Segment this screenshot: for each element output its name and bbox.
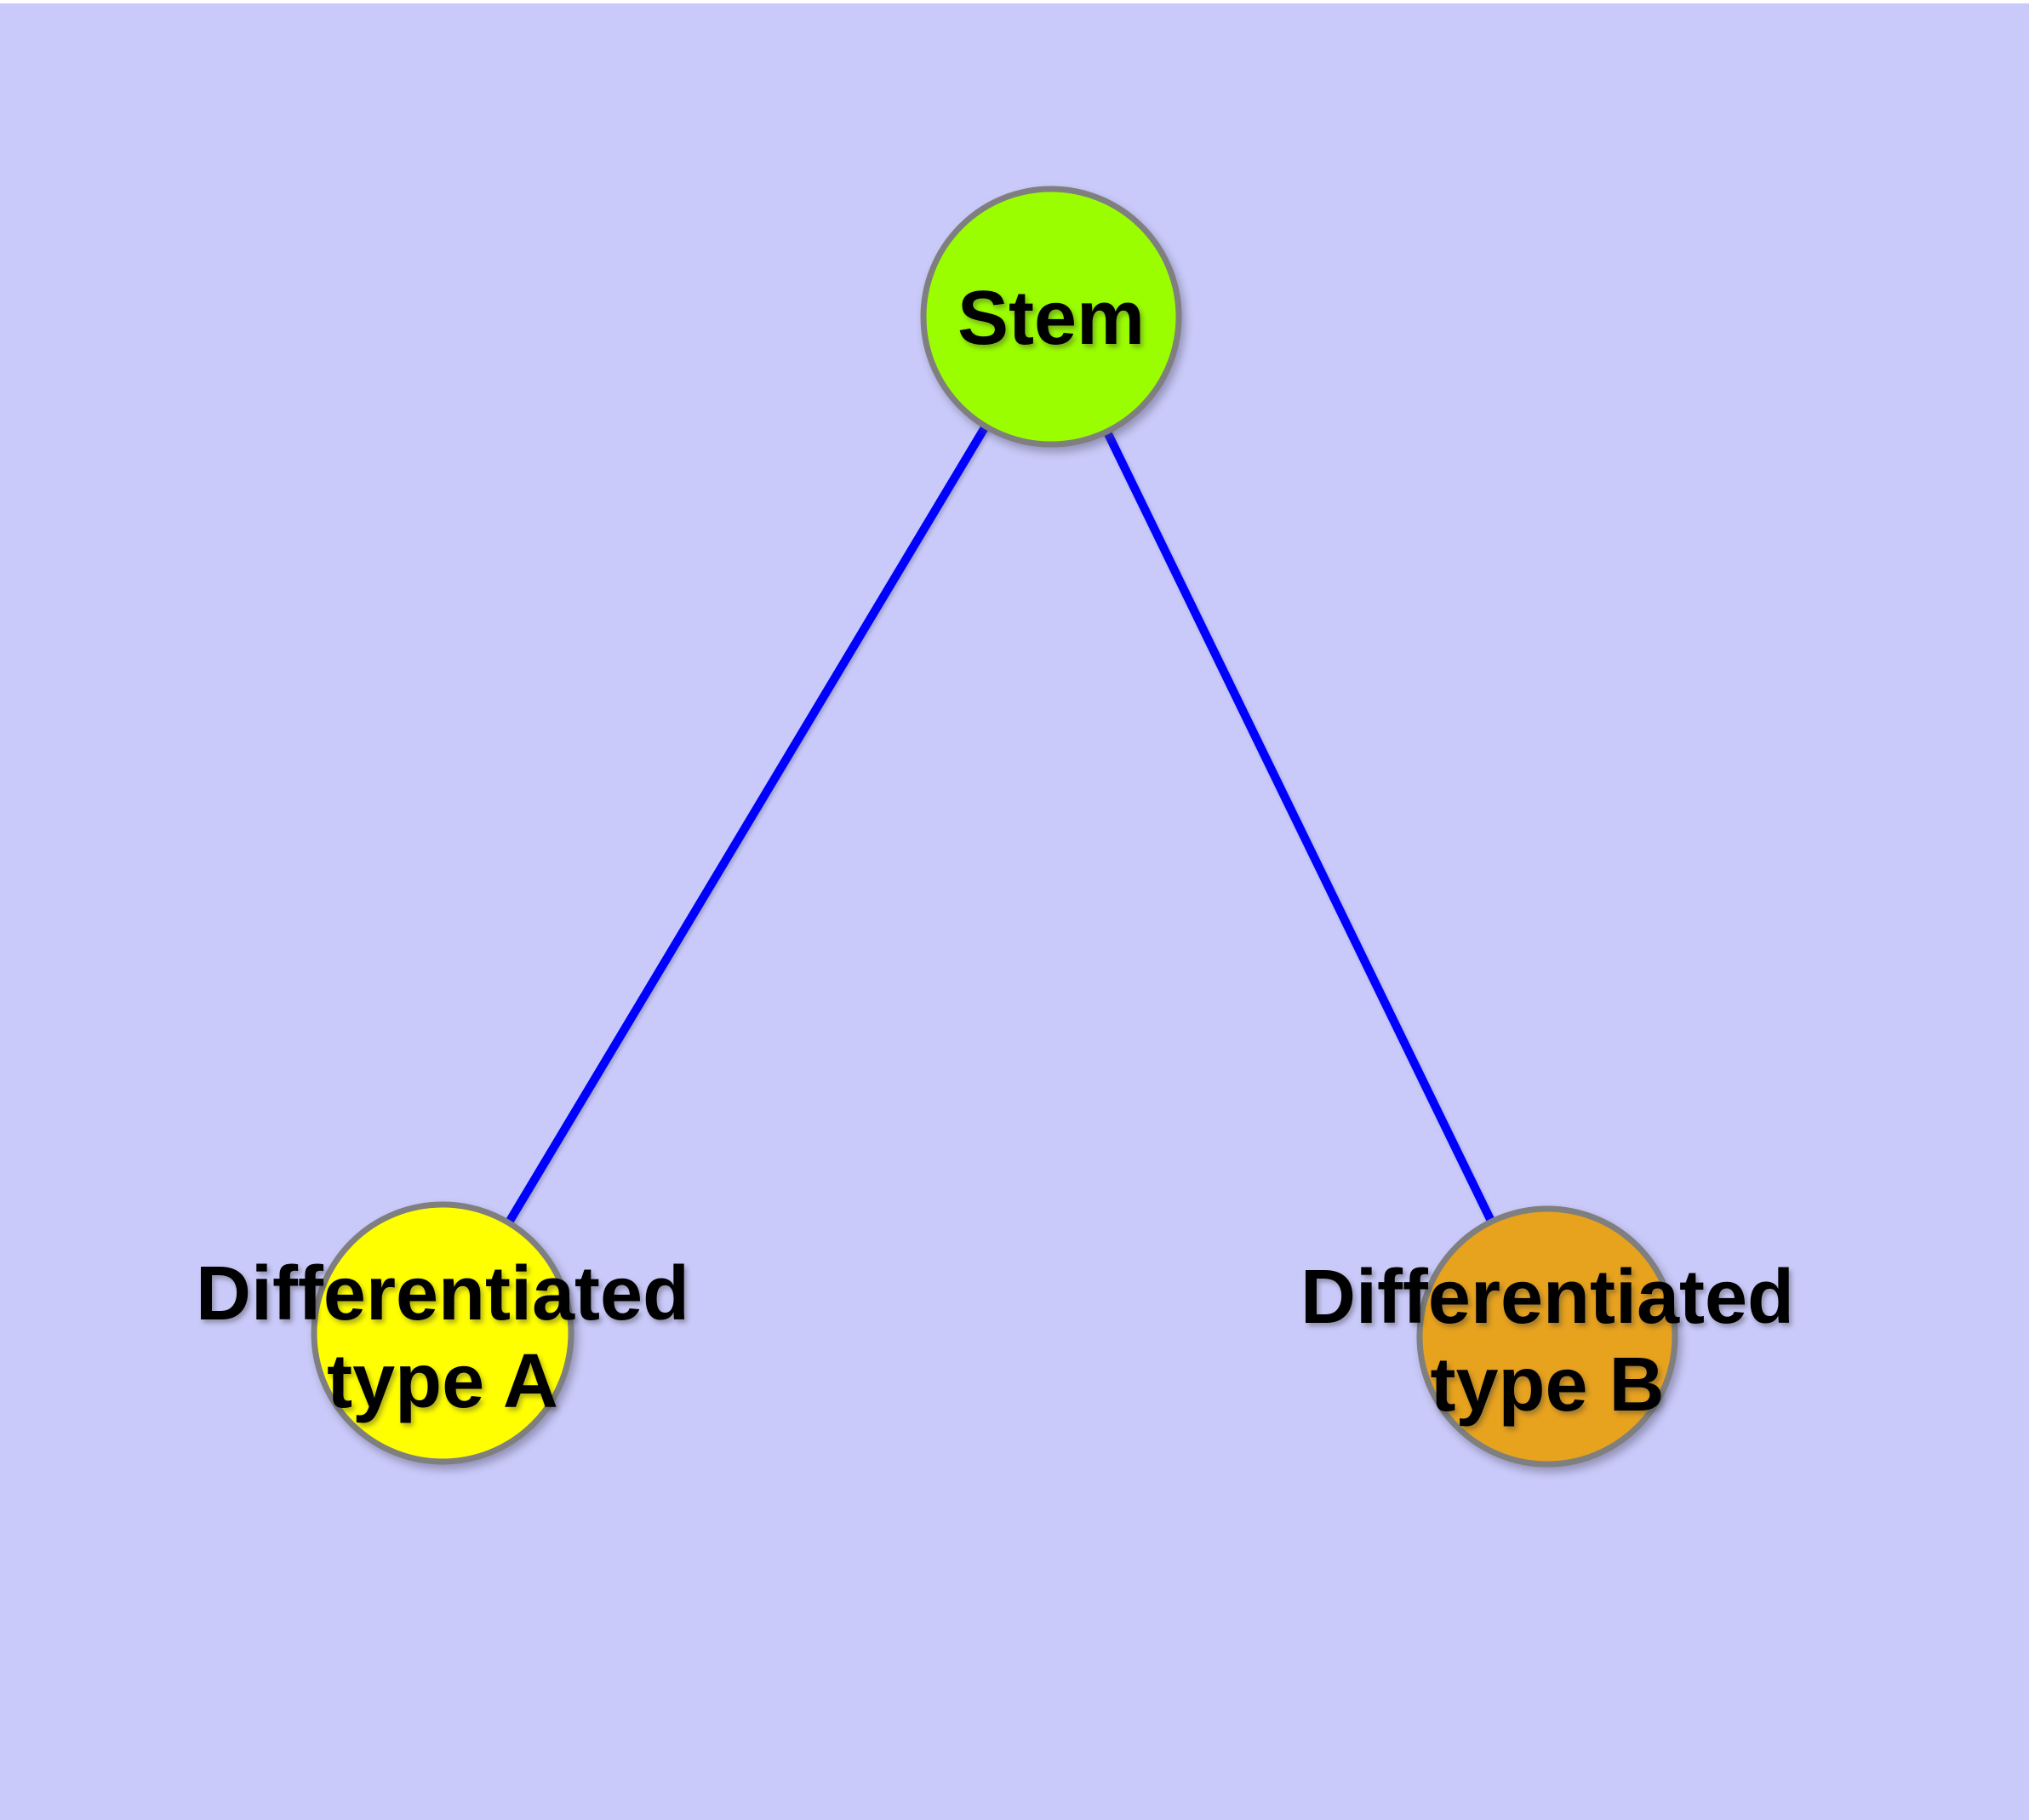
node-differentiated-type-a-label-line2: type A (327, 1339, 558, 1424)
node-differentiated-type-b-label-line1: Differentiated (1300, 1255, 1794, 1340)
edge-stem-to-type-a[interactable] (438, 314, 1055, 1336)
node-stem-label: Stem (957, 276, 1145, 361)
edge-stem-to-type-b[interactable] (1047, 314, 1552, 1339)
node-stem-circle[interactable] (920, 186, 1182, 448)
node-differentiated-type-a-label-line1: Differentiated (196, 1251, 689, 1336)
node-differentiated-type-b[interactable]: Differentiated type B (1300, 1205, 1794, 1468)
node-differentiated-type-a[interactable]: Differentiated type A (196, 1201, 689, 1465)
node-differentiated-type-b-circle[interactable] (1416, 1205, 1678, 1468)
top-border-strip (0, 0, 2029, 3)
node-differentiated-type-a-circle[interactable] (311, 1201, 574, 1465)
node-stem[interactable]: Stem (920, 186, 1182, 448)
node-differentiated-type-b-label-line2: type B (1430, 1342, 1664, 1428)
